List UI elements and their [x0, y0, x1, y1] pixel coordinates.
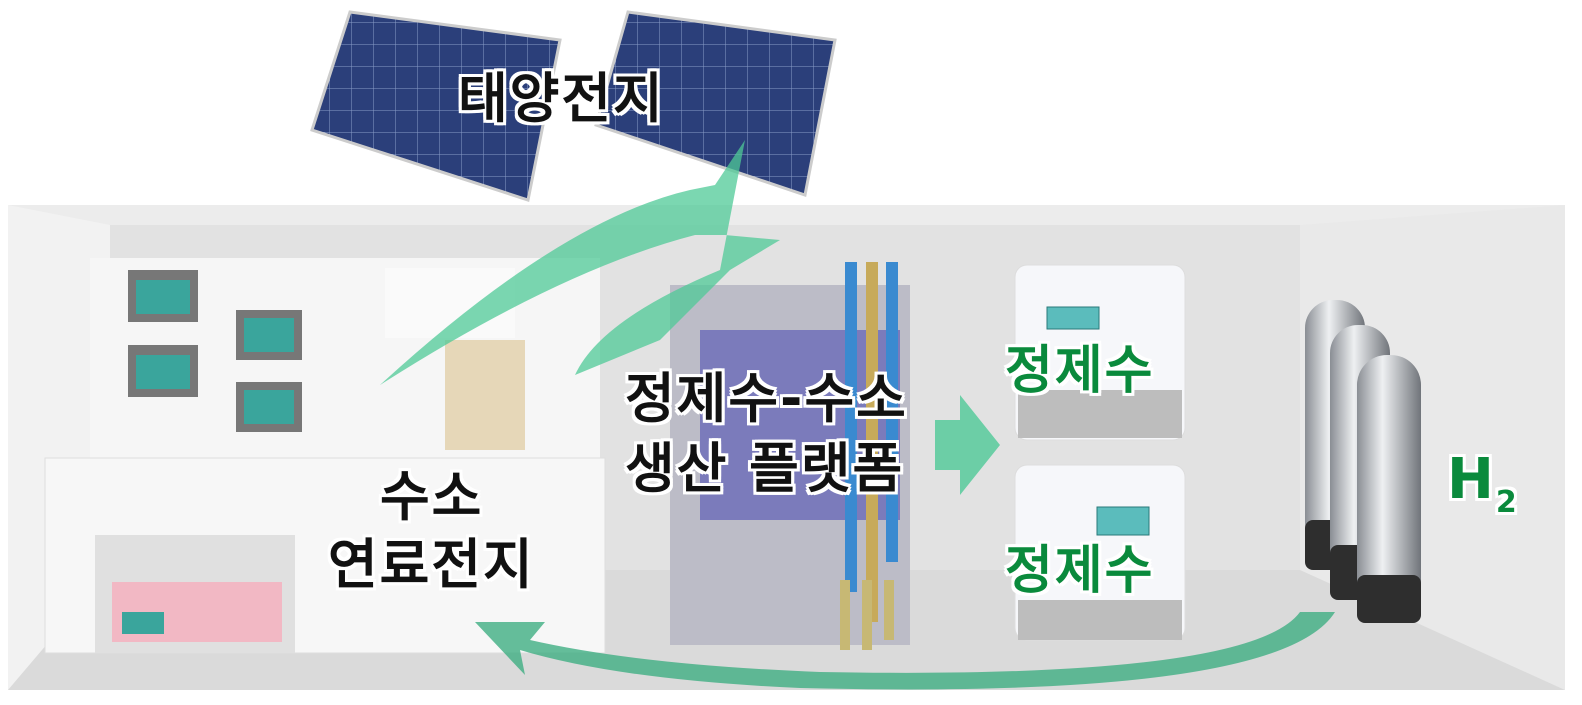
platform-label-line2: 생산 플랫폼 — [625, 437, 905, 500]
hydrogen-label: H2 — [1447, 452, 1519, 518]
hydrogen-subscript: 2 — [1495, 485, 1519, 520]
purified-water-label-bottom: 정제수 — [1005, 541, 1155, 601]
solar-cell-label: 태양전지 — [458, 67, 665, 130]
arrow-platform-to-purifier — [935, 395, 1000, 495]
arrow-solar-to-platform — [380, 140, 780, 385]
hydrogen-symbol: H — [1447, 447, 1496, 512]
fuel-cell-unit — [44, 457, 606, 654]
electrolyzer-stack — [670, 262, 910, 650]
solar-panel-left — [310, 10, 562, 202]
control-panel — [90, 258, 600, 458]
water-purifier-bottom — [1014, 464, 1186, 641]
fuel-cell-label-line2: 연료전지 — [328, 533, 535, 596]
water-purifier-top — [1014, 264, 1186, 441]
arrow-tank-to-fuelcell — [475, 612, 1335, 690]
platform-label-line1: 정제수-수소 — [625, 367, 908, 430]
solar-panel-right — [594, 10, 837, 197]
purified-water-label-top: 정제수 — [1005, 341, 1155, 401]
fuel-cell-label-line1: 수소 — [380, 465, 484, 528]
hydrogen-tanks — [1305, 300, 1421, 623]
